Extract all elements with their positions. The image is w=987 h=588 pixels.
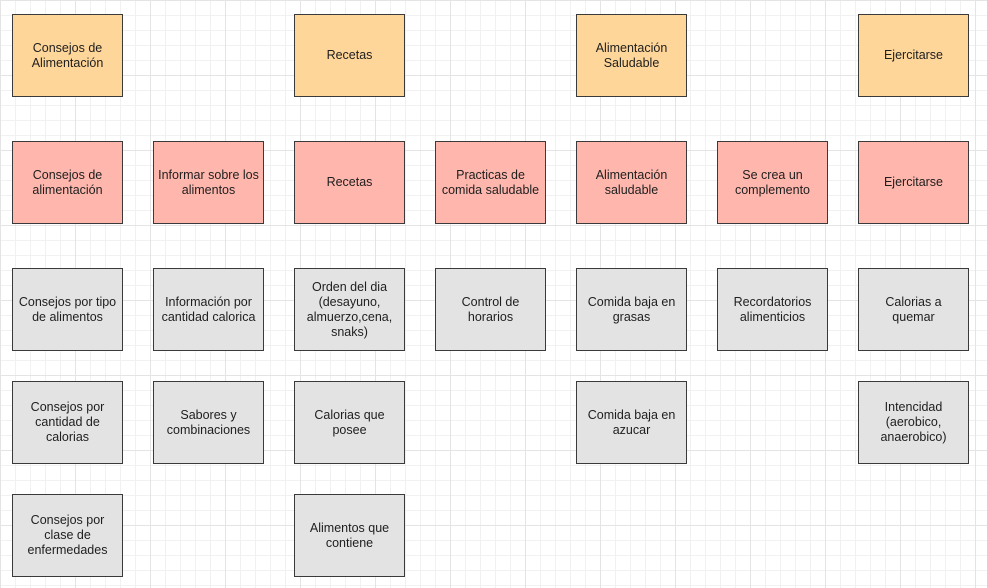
- card-label: Orden del dia (desayuno, almuerzo,cena, …: [306, 279, 393, 339]
- card-comida-baja-en-grasas[interactable]: Comida baja en grasas: [576, 268, 687, 351]
- card-consejos-por-cantidad-de-calorias[interactable]: Consejos por cantidad de calorias: [12, 381, 123, 464]
- card-label: Calorias a quemar: [885, 294, 942, 324]
- card-label: Comida baja en grasas: [587, 294, 676, 324]
- card-informar-sobre-los-alimentos[interactable]: Informar sobre los alimentos: [153, 141, 264, 224]
- card-ejercitarse-category[interactable]: Ejercitarse: [858, 14, 969, 97]
- card-label: Control de horarios: [461, 294, 520, 324]
- card-consejos-de-alimentacion[interactable]: Consejos de alimentación: [12, 141, 123, 224]
- card-label: Comida baja en azucar: [587, 407, 676, 437]
- card-label: Información por cantidad calorica: [161, 294, 256, 324]
- card-consejos-por-tipo-de-alimentos[interactable]: Consejos por tipo de alimentos: [12, 268, 123, 351]
- card-label: Sabores y combinaciones: [166, 407, 251, 437]
- card-recordatorios-alimenticios[interactable]: Recordatorios alimenticios: [717, 268, 828, 351]
- card-label: Informar sobre los alimentos: [158, 167, 259, 197]
- card-label: Calorias que posee: [314, 407, 385, 437]
- card-calorias-que-posee[interactable]: Calorias que posee: [294, 381, 405, 464]
- card-label: Intencidad (aerobico, anaerobico): [880, 400, 947, 444]
- card-se-crea-un-complemento[interactable]: Se crea un complemento: [717, 141, 828, 224]
- card-comida-baja-en-azucar[interactable]: Comida baja en azucar: [576, 381, 687, 464]
- card-label: Alimentación saludable: [595, 167, 668, 197]
- card-label: Consejos por cantidad de calorias: [30, 400, 105, 444]
- card-label: Alimentos que contiene: [309, 520, 390, 550]
- card-recetas-category[interactable]: Recetas: [294, 14, 405, 97]
- card-label: Recetas: [326, 48, 373, 62]
- card-label: Ejercitarse: [883, 48, 944, 62]
- card-consejos-por-clase-de-enfermedades[interactable]: Consejos por clase de enfermedades: [12, 494, 123, 577]
- card-control-de-horarios[interactable]: Control de horarios: [435, 268, 546, 351]
- card-informacion-por-cantidad-calorica[interactable]: Información por cantidad calorica: [153, 268, 264, 351]
- card-calorias-a-quemar[interactable]: Calorias a quemar: [858, 268, 969, 351]
- card-label: Consejos de alimentación: [32, 167, 103, 197]
- card-label: Practicas de comida saludable: [441, 167, 540, 197]
- card-label: Se crea un complemento: [734, 167, 811, 197]
- card-orden-del-dia[interactable]: Orden del dia (desayuno, almuerzo,cena, …: [294, 268, 405, 351]
- card-recetas[interactable]: Recetas: [294, 141, 405, 224]
- card-label: Ejercitarse: [883, 175, 944, 189]
- card-alimentacion-saludable[interactable]: Alimentación saludable: [576, 141, 687, 224]
- card-label: Consejos de Alimentación: [31, 40, 104, 70]
- card-alimentacion-saludable-category[interactable]: Alimentación Saludable: [576, 14, 687, 97]
- card-label: Recordatorios alimenticios: [733, 294, 812, 324]
- card-consejos-de-alimentacion-category[interactable]: Consejos de Alimentación: [12, 14, 123, 97]
- card-label: Alimentación Saludable: [595, 40, 668, 70]
- card-alimentos-que-contiene[interactable]: Alimentos que contiene: [294, 494, 405, 577]
- card-practicas-de-comida-saludable[interactable]: Practicas de comida saludable: [435, 141, 546, 224]
- card-label: Consejos por tipo de alimentos: [18, 294, 117, 324]
- card-sabores-y-combinaciones[interactable]: Sabores y combinaciones: [153, 381, 264, 464]
- card-label: Consejos por clase de enfermedades: [27, 513, 108, 557]
- card-ejercitarse[interactable]: Ejercitarse: [858, 141, 969, 224]
- card-label: Recetas: [326, 175, 373, 189]
- card-intencidad[interactable]: Intencidad (aerobico, anaerobico): [858, 381, 969, 464]
